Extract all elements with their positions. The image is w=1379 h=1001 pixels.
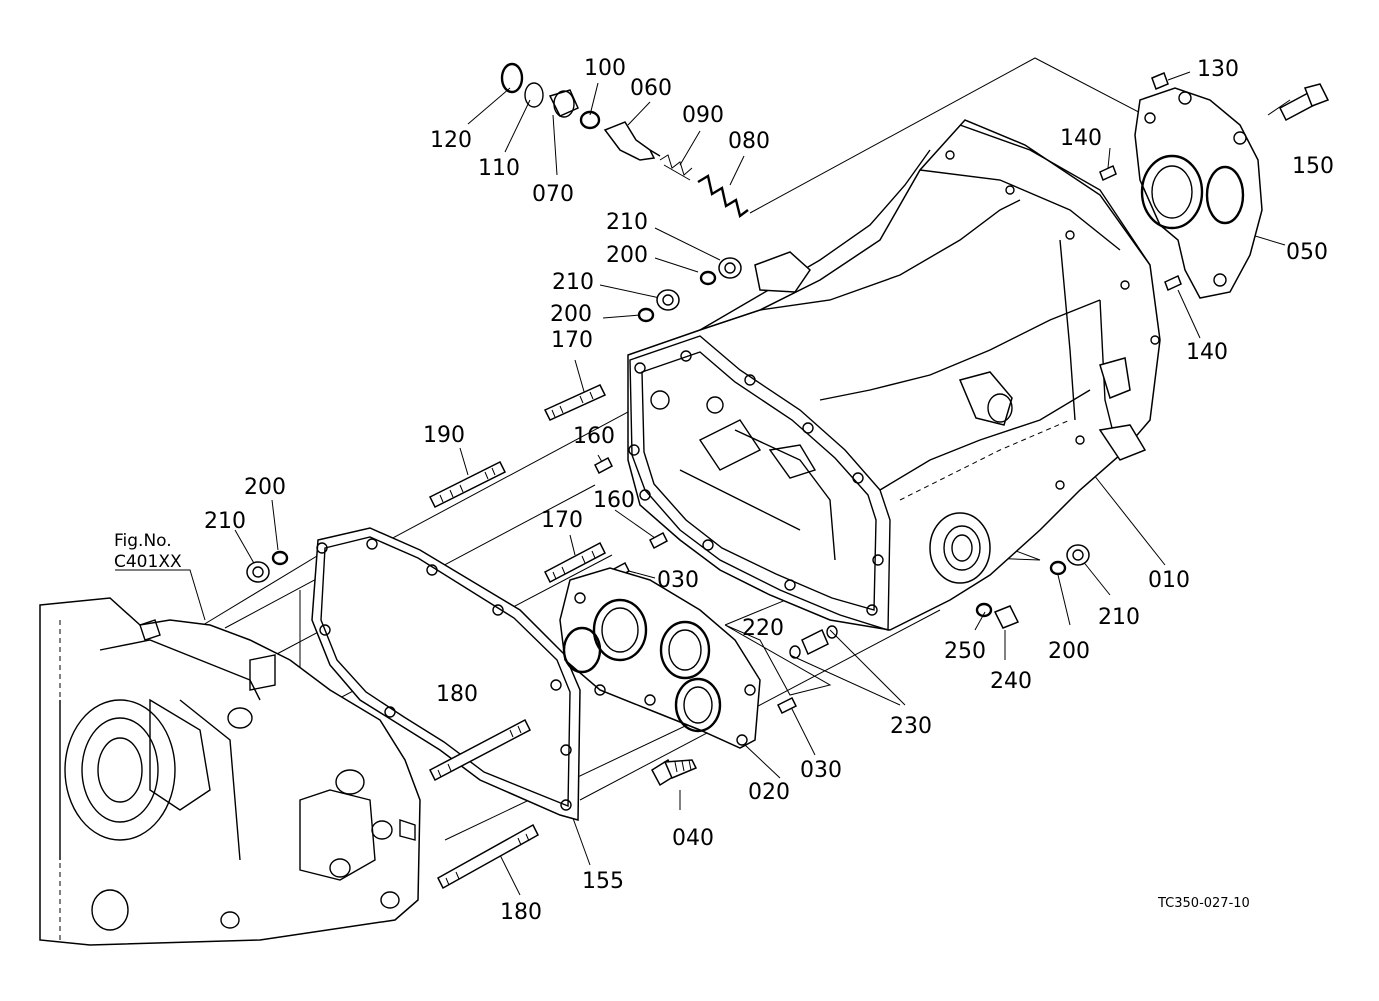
callout-200-mid: 200 bbox=[550, 302, 592, 327]
callout-210-top: 210 bbox=[606, 210, 648, 235]
callout-120: 120 bbox=[430, 128, 472, 153]
callout-030-lower: 030 bbox=[800, 758, 842, 783]
callout-090: 090 bbox=[682, 103, 724, 128]
callout-210-left: 210 bbox=[204, 509, 246, 534]
callout-180-upper: 180 bbox=[436, 682, 478, 707]
callout-080: 080 bbox=[728, 129, 770, 154]
callout-250: 250 bbox=[944, 639, 986, 664]
callout-200-left: 200 bbox=[244, 475, 286, 500]
valve-parts bbox=[500, 62, 749, 219]
drawing-code: TC350-027-10 bbox=[1157, 896, 1250, 911]
callout-010: 010 bbox=[1148, 568, 1190, 593]
plug-parts bbox=[789, 602, 1020, 659]
figure-reference-label: Fig.No. bbox=[114, 531, 172, 551]
cover-020-part bbox=[559, 567, 761, 749]
callout-140-upper: 140 bbox=[1060, 126, 1102, 151]
front-case-reference-part bbox=[39, 597, 421, 946]
nuts-and-washers bbox=[246, 257, 1090, 583]
gasket-155-part bbox=[311, 527, 581, 821]
callout-070: 070 bbox=[532, 182, 574, 207]
callout-050: 050 bbox=[1286, 240, 1328, 265]
callout-040: 040 bbox=[672, 826, 714, 851]
callout-210-right: 210 bbox=[1098, 605, 1140, 630]
callout-200-right: 200 bbox=[1048, 639, 1090, 664]
callout-240: 240 bbox=[990, 669, 1032, 694]
bolts-130-150 bbox=[1151, 72, 1330, 122]
callout-150: 150 bbox=[1292, 154, 1334, 179]
callout-170-upper: 170 bbox=[551, 328, 593, 353]
callout-labels: 010 020 030 030 040 050 060 070 080 090 … bbox=[204, 56, 1334, 925]
figure-reference-number: C401XX bbox=[114, 552, 182, 572]
callout-020: 020 bbox=[748, 780, 790, 805]
callout-110: 110 bbox=[478, 156, 520, 181]
callout-160-upper: 160 bbox=[573, 424, 615, 449]
callout-130: 130 bbox=[1197, 57, 1239, 82]
callout-170-lower: 170 bbox=[541, 508, 583, 533]
main-housing-010-part bbox=[627, 119, 1161, 631]
callout-160-lower: 160 bbox=[593, 488, 635, 513]
callout-140-lower: 140 bbox=[1186, 340, 1228, 365]
callout-180-lower: 180 bbox=[500, 900, 542, 925]
callout-060: 060 bbox=[630, 76, 672, 101]
callout-155: 155 bbox=[582, 869, 624, 894]
bolt-040-part bbox=[651, 758, 698, 787]
callout-200-top: 200 bbox=[606, 243, 648, 268]
figure-reference: Fig.No. C401XX bbox=[114, 531, 182, 572]
callout-100: 100 bbox=[584, 56, 626, 81]
callout-190: 190 bbox=[423, 423, 465, 448]
callout-220: 220 bbox=[742, 616, 784, 641]
rear-housing-050-part bbox=[1134, 87, 1263, 299]
callout-030-upper: 030 bbox=[657, 568, 699, 593]
callout-210-mid: 210 bbox=[552, 270, 594, 295]
stud-bolts bbox=[428, 384, 607, 890]
callout-230: 230 bbox=[890, 714, 932, 739]
